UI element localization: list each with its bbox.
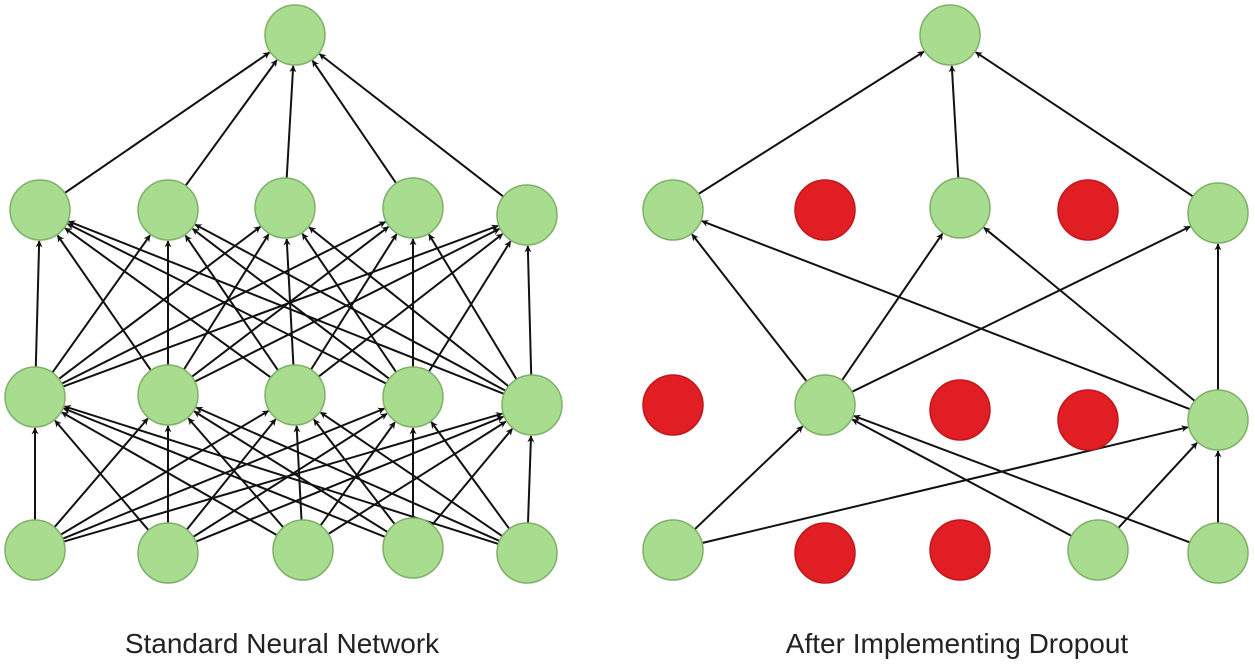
dropout-node-l2-n2	[929, 177, 991, 239]
caption-dropout-network: After Implementing Dropout	[785, 628, 1129, 659]
standard-node-l1-n2	[264, 364, 326, 426]
standard-edge-l0-n2-to-n3	[319, 421, 396, 527]
standard-edge-l1-n4-to-n1	[194, 223, 507, 392]
standard-edge-l2-n0-to-n0	[64, 51, 270, 194]
standard-edge-l2-n4-to-n0	[318, 53, 504, 198]
dropout-node-l2-n4	[1187, 182, 1249, 244]
dropout-edge-l1-n1-to-n4	[851, 225, 1191, 393]
standard-edge-l0-n3-to-n0	[63, 407, 386, 538]
edges	[31, 50, 1222, 545]
dropout-node-l0-n4	[1187, 522, 1249, 584]
dropout-edge-l2-n0-to-n0	[697, 50, 925, 195]
standard-edge-l1-n3-to-n4	[428, 240, 512, 373]
standard-node-l2-n0	[9, 179, 71, 241]
standard-edge-l0-n0-to-n4	[63, 412, 503, 543]
standard-edge-l2-n2-to-n0	[285, 65, 297, 179]
standard-edge-l1-n2-to-n3	[310, 233, 398, 371]
standard-edge-l1-n0-to-n2	[58, 225, 261, 380]
standard-node-l0-n3	[382, 517, 444, 579]
standard-node-l2-n3	[382, 177, 444, 239]
dropout-edge-l0-n0-to-n4	[701, 425, 1189, 544]
dropout-dropped-node-l2-n1	[794, 179, 856, 241]
standard-edge-l0-n4-to-n4	[527, 435, 535, 524]
dropout-edge-l0-n3-to-n1	[851, 418, 1072, 537]
standard-node-l1-n4	[501, 374, 563, 436]
standard-edge-l2-n3-to-n0	[311, 60, 397, 184]
standard-edge-l1-n0-to-n0	[34, 240, 43, 368]
standard-node-l1-n0	[4, 366, 66, 428]
dropout-dropped-node-l1-n3	[1057, 389, 1119, 451]
standard-node-l3-n0	[264, 4, 326, 66]
standard-node-l0-n4	[496, 522, 558, 584]
standard-edge-l0-n1-to-n0	[54, 419, 150, 531]
standard-node-l2-n2	[254, 177, 316, 239]
dropout-node-l0-n0	[642, 519, 704, 581]
standard-edge-l1-n1-to-n0	[56, 234, 152, 371]
dropout-dropped-node-l1-n2	[929, 379, 991, 441]
dropout-edge-l2-n4-to-n0	[975, 51, 1194, 198]
standard-edge-l1-n4-to-n4	[524, 245, 533, 376]
nodes	[4, 4, 1249, 584]
standard-edge-l0-n0-to-n2	[60, 410, 270, 536]
standard-node-l0-n2	[272, 519, 334, 581]
standard-edge-l0-n3-to-n1	[193, 410, 389, 533]
caption-standard-network: Standard Neural Network	[124, 628, 440, 659]
standard-edge-l0-n2-to-n0	[61, 411, 278, 536]
standard-edge-l1-n4-to-n2	[308, 226, 510, 388]
standard-node-l2-n1	[137, 179, 199, 241]
standard-node-l1-n1	[137, 364, 199, 426]
standard-edge-l1-n2-to-n4	[318, 233, 504, 378]
standard-edge-l1-n3-to-n2	[301, 233, 398, 373]
standard-node-l0-n0	[4, 519, 66, 581]
standard-edge-l0-n2-to-n1	[187, 417, 285, 529]
dropout-edge-l0-n4-to-n1	[853, 414, 1191, 544]
dropout-node-l2-n0	[642, 179, 704, 241]
standard-edge-l0-n4-to-n2	[320, 411, 503, 537]
dropout-diagram	[4, 4, 1249, 584]
standard-edge-l2-n1-to-n0	[184, 59, 278, 187]
standard-edge-l0-n2-to-n2	[293, 425, 303, 521]
dropout-node-l0-n3	[1067, 519, 1129, 581]
standard-edge-l1-n3-to-n1	[191, 228, 390, 380]
dropout-node-l3-n0	[919, 4, 981, 66]
standard-node-l2-n4	[496, 184, 558, 246]
dropout-edge-l1-n4-to-n0	[701, 220, 1191, 411]
standard-edge-l1-n2-to-n1	[184, 235, 279, 371]
dropout-edge-l0-n0-to-n1	[694, 425, 804, 531]
standard-edge-l0-n1-to-n3	[192, 412, 388, 538]
dropout-node-l1-n4	[1187, 389, 1249, 451]
dropout-dropped-node-l0-n1	[794, 522, 856, 584]
dropout-dropped-node-l2-n3	[1057, 179, 1119, 241]
standard-edge-l0-n4-to-n3	[430, 421, 511, 530]
dropout-node-l1-n1	[794, 374, 856, 436]
dropout-edge-l1-n1-to-n0	[691, 233, 808, 382]
standard-edge-l0-n1-to-n4	[195, 415, 504, 543]
standard-edge-l1-n3-to-n0	[67, 223, 387, 385]
dropout-edge-l1-n1-to-n2	[841, 233, 944, 381]
dropout-edge-l1-n4-to-n2	[983, 226, 1196, 402]
standard-edge-l1-n2-to-n0	[64, 227, 272, 379]
dropout-edge-l0-n3-to-n4	[1117, 442, 1198, 529]
standard-edge-l0-n0-to-n3	[62, 407, 385, 540]
dropout-edge-l2-n2-to-n0	[948, 65, 960, 179]
dropout-dropped-node-l1-n0	[642, 374, 704, 436]
standard-edge-l0-n4-to-n1	[195, 406, 500, 542]
standard-edge-l1-n4-to-n0	[68, 220, 505, 395]
standard-node-l0-n1	[137, 522, 199, 584]
standard-edge-l1-n4-to-n3	[428, 233, 518, 380]
dropout-dropped-node-l0-n2	[929, 519, 991, 581]
standard-edge-l1-n0-to-n1	[51, 234, 151, 374]
standard-node-l1-n3	[382, 366, 444, 428]
